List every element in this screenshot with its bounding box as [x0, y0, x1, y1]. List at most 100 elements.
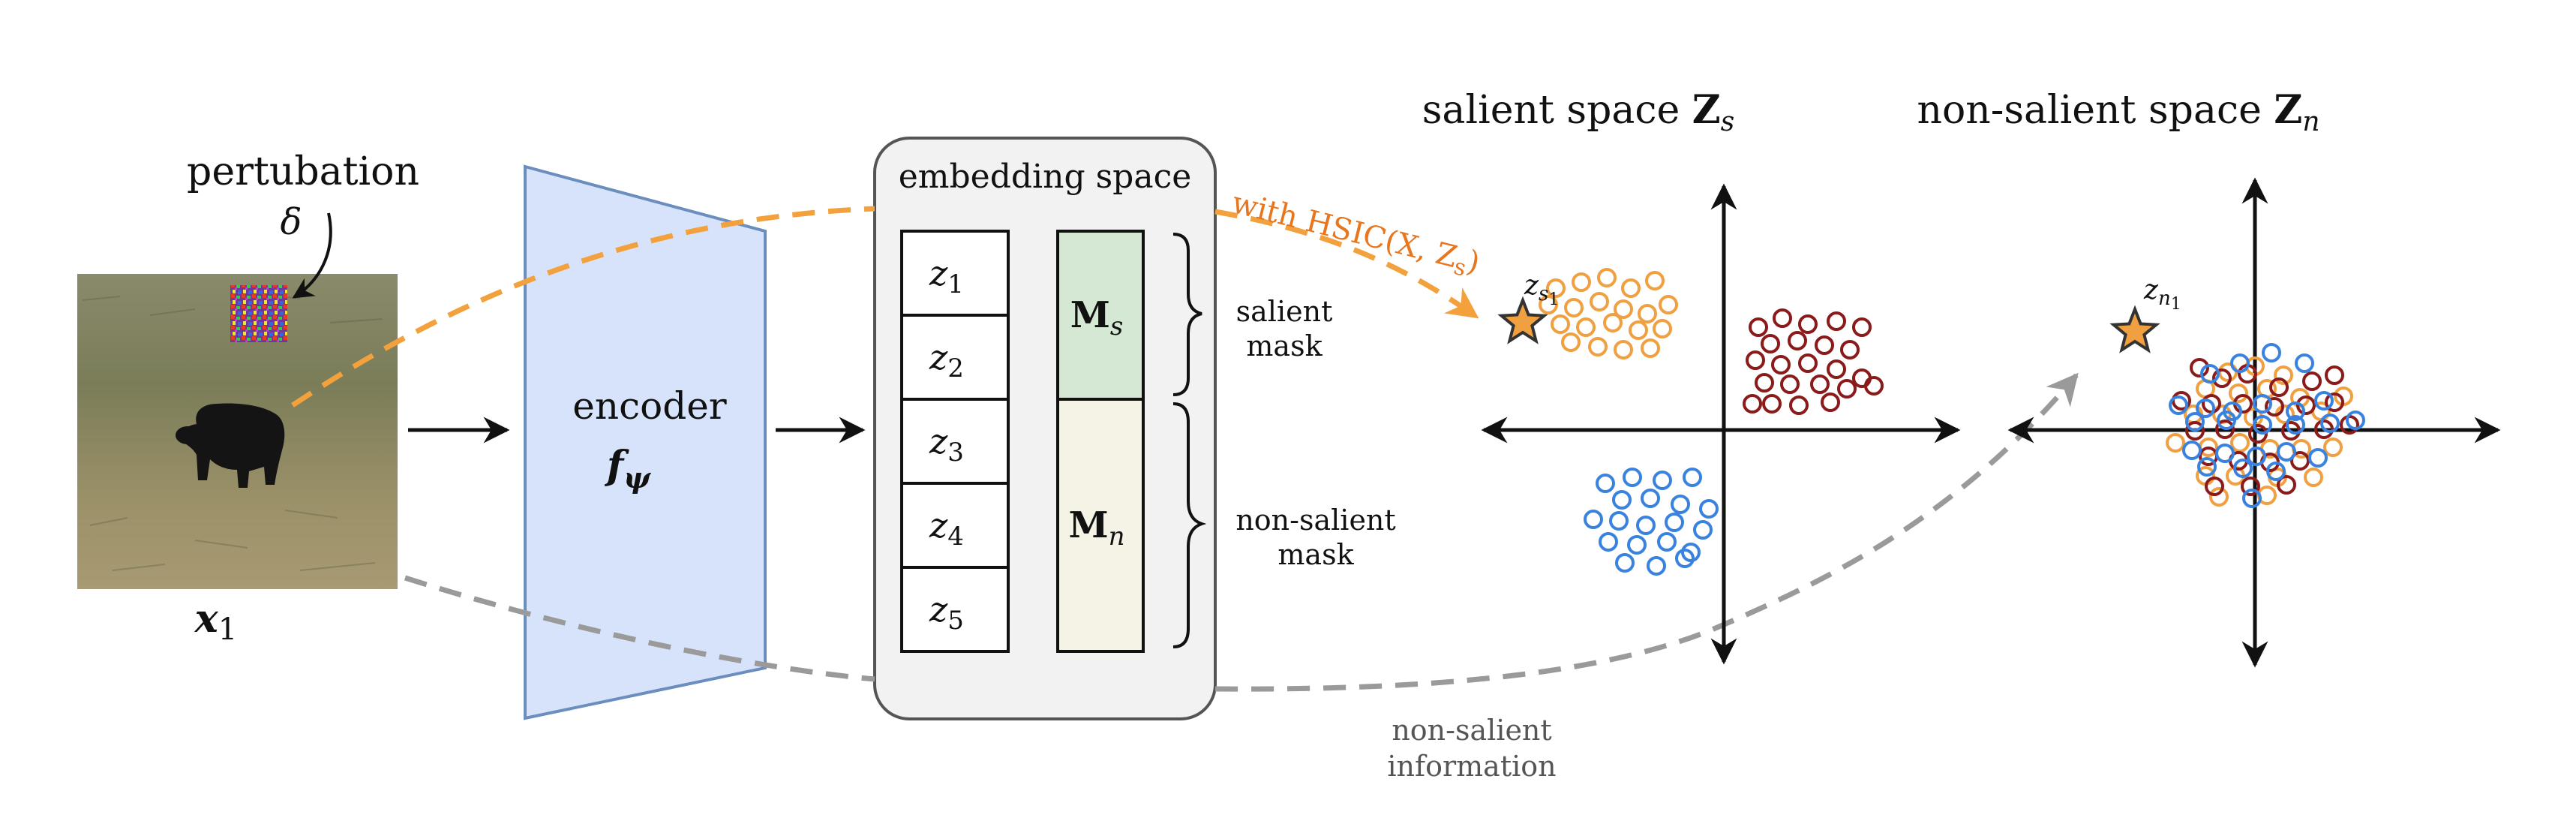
salient-point-blue: [1693, 520, 1713, 540]
nonsalient-point-blue: [2217, 411, 2236, 430]
salient-point-darkred: [1852, 317, 1872, 337]
salient-point-darkred: [1773, 308, 1792, 328]
salient-point-darkred: [1827, 359, 1846, 379]
encoder-label: encoder: [572, 384, 726, 428]
salient-brace: [1172, 233, 1202, 396]
nonsalient-point-blue: [2233, 459, 2253, 478]
salient-point-darkred: [1789, 395, 1809, 415]
nonsalient-point-blue: [2197, 457, 2217, 477]
nonsalient-point-darkred: [2215, 420, 2235, 439]
nonsalient-point-blue: [2286, 415, 2305, 435]
nonsalient-point-orange: [2230, 433, 2250, 453]
nonsalient-point-darkred: [2296, 395, 2316, 415]
nonsalient-point-darkred: [2290, 451, 2310, 471]
salient-point-darkred: [1798, 353, 1818, 373]
salient-point-darkred: [1755, 373, 1774, 392]
nonsalient-star-label: zn1: [2143, 275, 2181, 314]
salient-point-blue: [1699, 499, 1719, 519]
salient-point-darkred: [1827, 311, 1846, 331]
nonsalient-point-blue: [2320, 414, 2340, 433]
salient-point-darkred: [1762, 394, 1782, 414]
salient-point-darkred: [1810, 374, 1830, 394]
salient-point-orange: [1590, 292, 1609, 311]
nonsalient-point-orange: [2229, 383, 2248, 403]
salient-point-orange: [1539, 295, 1558, 314]
salient-point-darkred: [1788, 331, 1807, 350]
salient-point-orange: [1645, 271, 1665, 290]
mask-salient-label: Ms: [1070, 294, 1124, 341]
nonsalient-anchor-star: [2109, 305, 2160, 353]
nonsalient-point-blue: [2215, 444, 2235, 463]
nonsalient-brace: [1172, 402, 1207, 648]
salient-point-orange: [1551, 314, 1570, 334]
salient-point-blue: [1671, 495, 1690, 514]
salient-point-orange: [1564, 298, 1584, 317]
nonsalient-point-blue: [2266, 462, 2286, 481]
cell-z4: z4: [929, 505, 964, 552]
image-label: x1: [194, 596, 237, 647]
salient-point-blue: [1665, 513, 1684, 532]
nonsalient-point-blue: [2277, 442, 2296, 462]
encoder-block: [524, 164, 767, 720]
salient-point-orange: [1653, 319, 1672, 338]
perturbation-patch: [230, 285, 287, 342]
nonsalient-point-darkred: [2265, 397, 2284, 417]
salient-point-blue: [1596, 474, 1615, 493]
nonsalient-points: [2166, 343, 2365, 508]
salient-mask-label-1: salient: [1236, 295, 1333, 328]
salient-point-blue: [1609, 511, 1629, 531]
embedding-cells: z1 z2 z3 z4 z5: [900, 230, 1010, 653]
salient-point-blue: [1599, 532, 1618, 552]
salient-point-blue: [1584, 510, 1603, 529]
perturbation-symbol: δ: [281, 201, 302, 243]
salient-point-blue: [1653, 471, 1672, 490]
mask-nonsalient-block: [1056, 398, 1145, 653]
salient-point-orange: [1603, 313, 1623, 332]
nonsalient-point-orange: [2274, 365, 2293, 385]
salient-point-orange: [1641, 338, 1660, 358]
salient-point-blue: [1647, 556, 1666, 576]
cell-z5: z5: [929, 589, 964, 636]
salient-point-orange: [1597, 268, 1617, 287]
salient-mask-label-2: mask: [1246, 329, 1323, 362]
salient-point-darkred: [1837, 379, 1857, 398]
salient-point-darkred: [1761, 334, 1780, 353]
salient-point-orange: [1572, 272, 1591, 292]
nonsalient-point-darkred: [2325, 392, 2344, 412]
nonsalient-point-orange: [2304, 468, 2323, 487]
salient-axes: [1481, 183, 1961, 665]
nonsalient-point-blue: [2169, 395, 2188, 415]
nonsalient-point-blue: [2196, 398, 2215, 418]
nonsalient-point-blue: [2230, 353, 2250, 373]
nonsalient-point-orange: [2323, 438, 2343, 457]
nonsalient-mask-label-2: mask: [1277, 538, 1354, 571]
salient-flow-path: [291, 206, 1476, 407]
nonsalient-point-blue: [2200, 364, 2220, 383]
perturbation-label: pertubation: [187, 149, 419, 194]
salient-point-blue: [1623, 468, 1642, 487]
nonsalient-info-label-2: information: [1387, 750, 1556, 783]
salient-point-orange: [1638, 304, 1657, 323]
cell-z3: z3: [929, 421, 964, 468]
nonsalient-flow-path: [404, 375, 2076, 692]
cell-z1: z1: [929, 253, 964, 299]
hsic-label: with HSIC(X, Zs): [1227, 185, 1483, 284]
nonsalient-space-title: non-salient space Zn: [1917, 87, 2319, 137]
nonsalient-point-orange: [2209, 487, 2229, 507]
salient-point-darkred: [1746, 350, 1765, 370]
salient-point-orange: [1621, 278, 1641, 298]
salient-point-orange: [1614, 299, 1633, 319]
nonsalient-point-blue: [2295, 353, 2314, 373]
nonsalient-point-blue: [2182, 441, 2202, 460]
salient-point-darkred: [1798, 314, 1818, 334]
nonsalient-info-label-1: non-salient: [1392, 714, 1551, 747]
salient-point-darkred: [1864, 376, 1884, 395]
nonsalient-point-blue: [2308, 448, 2328, 468]
salient-point-darkred: [1821, 392, 1840, 412]
salient-point-orange: [1659, 295, 1678, 314]
salient-point-orange: [1561, 332, 1581, 352]
cell-z2: z2: [929, 337, 964, 383]
salient-point-blue: [1681, 543, 1701, 562]
salient-point-darkred: [1815, 335, 1834, 355]
